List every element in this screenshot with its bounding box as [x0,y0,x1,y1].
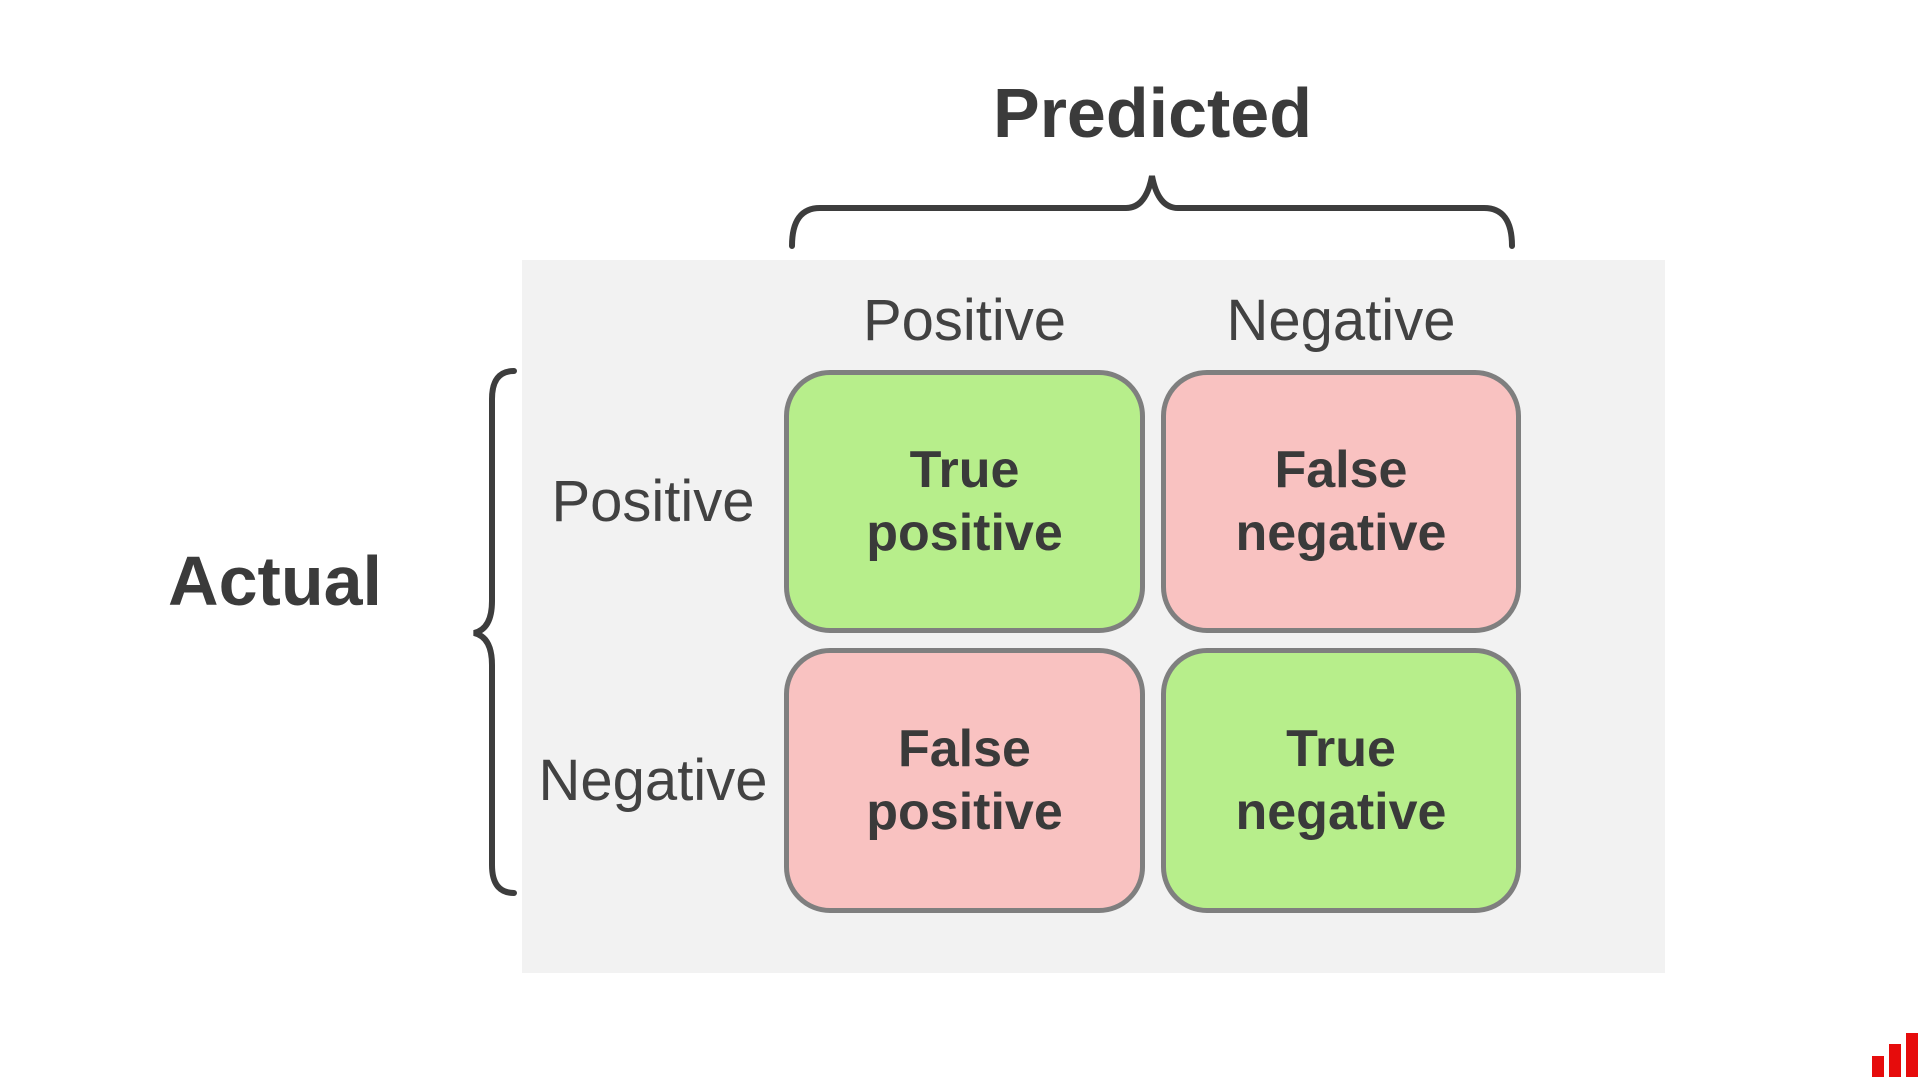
logo-bar [1906,1033,1918,1077]
cell-true-positive: True positive [784,370,1145,633]
cell-label-line: negative [1235,503,1447,562]
cell-label-line: True [909,440,1020,499]
cell-label-line: False [1274,440,1408,499]
cell-label-line: positive [866,503,1063,562]
predicted-axis-title: Predicted [993,74,1312,152]
cell-label-line: False [898,719,1031,778]
column-header-positive: Positive [862,287,1067,353]
column-header-negative: Negative [1226,287,1456,353]
logo-bar [1889,1044,1901,1077]
actual-brace-icon [470,367,518,897]
cell-label-line: True [1286,719,1396,778]
row-header-negative: Negative [538,748,768,813]
cell-true-negative: True negative [1161,648,1521,913]
logo-bar [1872,1056,1884,1077]
actual-axis-title: Actual [168,542,382,620]
cell-label-line: negative [1235,782,1447,841]
bar-chart-logo-icon [1872,1032,1918,1077]
row-header-positive: Positive [551,469,755,534]
cell-false-negative: False negative [1161,370,1521,633]
predicted-brace-icon [788,172,1516,250]
cell-label-line: positive [866,782,1063,841]
cell-false-positive: False positive [784,648,1145,913]
